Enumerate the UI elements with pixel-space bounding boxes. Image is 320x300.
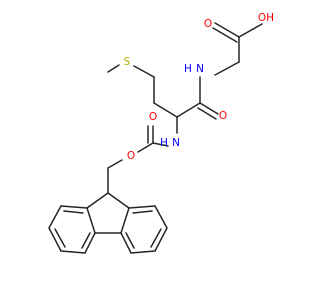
- bond-oester-ch2: [107, 159, 123, 169]
- bond-camide-o-a: [199, 102, 219, 115]
- bond-s-ch3: [107, 64, 120, 73]
- bond-c9-c9a: [107, 192, 130, 209]
- bond-l6: [86, 207, 96, 234]
- bond-r2: [154, 205, 168, 229]
- bond-n-ccarb: [152, 142, 169, 147]
- bond-r5: [120, 232, 132, 254]
- atom-label-amide-nitrogen-h: H: [184, 63, 192, 75]
- atom-label-carbamate-ester-oxygen: O: [127, 150, 135, 162]
- atom-label-carbamate-nitrogen: N: [172, 137, 180, 149]
- atom-label-sulfur: S: [124, 56, 131, 68]
- atom-label-hydroxyl: OH: [258, 12, 274, 24]
- bond-c9-c8a: [86, 192, 109, 209]
- atom-label-carbamate-nitrogen-h: H: [160, 137, 168, 149]
- bond-r3: [154, 227, 168, 252]
- bond-l-inner3: [81, 232, 91, 249]
- bond-c-o-double-a: [214, 22, 240, 38]
- bond-r-inner3: [125, 232, 135, 249]
- bond-l-inner1: [63, 210, 84, 214]
- bond-layer: [48, 22, 263, 254]
- bond-ch2-n: [214, 61, 240, 76]
- bond-r-inner1: [132, 210, 153, 214]
- bond-l4: [60, 250, 86, 254]
- bond-l2: [48, 205, 62, 229]
- bond-r-inner2: [150, 228, 162, 248]
- atom-label-amide-nitrogen: N: [196, 63, 204, 75]
- bond-camide-o-b: [197, 107, 217, 120]
- molecule-structure: OH O N H O S H N O O: [48, 12, 275, 254]
- atom-label-amide-oxygen: O: [219, 110, 227, 122]
- bond-cg-s: [133, 65, 155, 78]
- bond-camide-calpha: [176, 102, 201, 118]
- atom-label-acid-carbonyl-oxygen: O: [204, 18, 212, 30]
- bond-ccarb-oester: [137, 142, 154, 153]
- bond-l-inner2: [54, 228, 66, 248]
- bond-r4: [130, 250, 156, 254]
- bond-c-o-double-b: [212, 27, 238, 43]
- bond-l1: [60, 205, 88, 209]
- bond-calpha-cb: [153, 102, 178, 118]
- bond-c-oh: [238, 23, 263, 38]
- bond-r1: [128, 205, 156, 209]
- atom-label-layer: OH O N H O S H N O O: [124, 12, 274, 162]
- atom-label-carbamate-carbonyl-oxygen: O: [149, 111, 157, 123]
- bond-l5: [84, 232, 96, 254]
- bond-r6: [120, 207, 130, 234]
- bond-l3: [48, 227, 62, 252]
